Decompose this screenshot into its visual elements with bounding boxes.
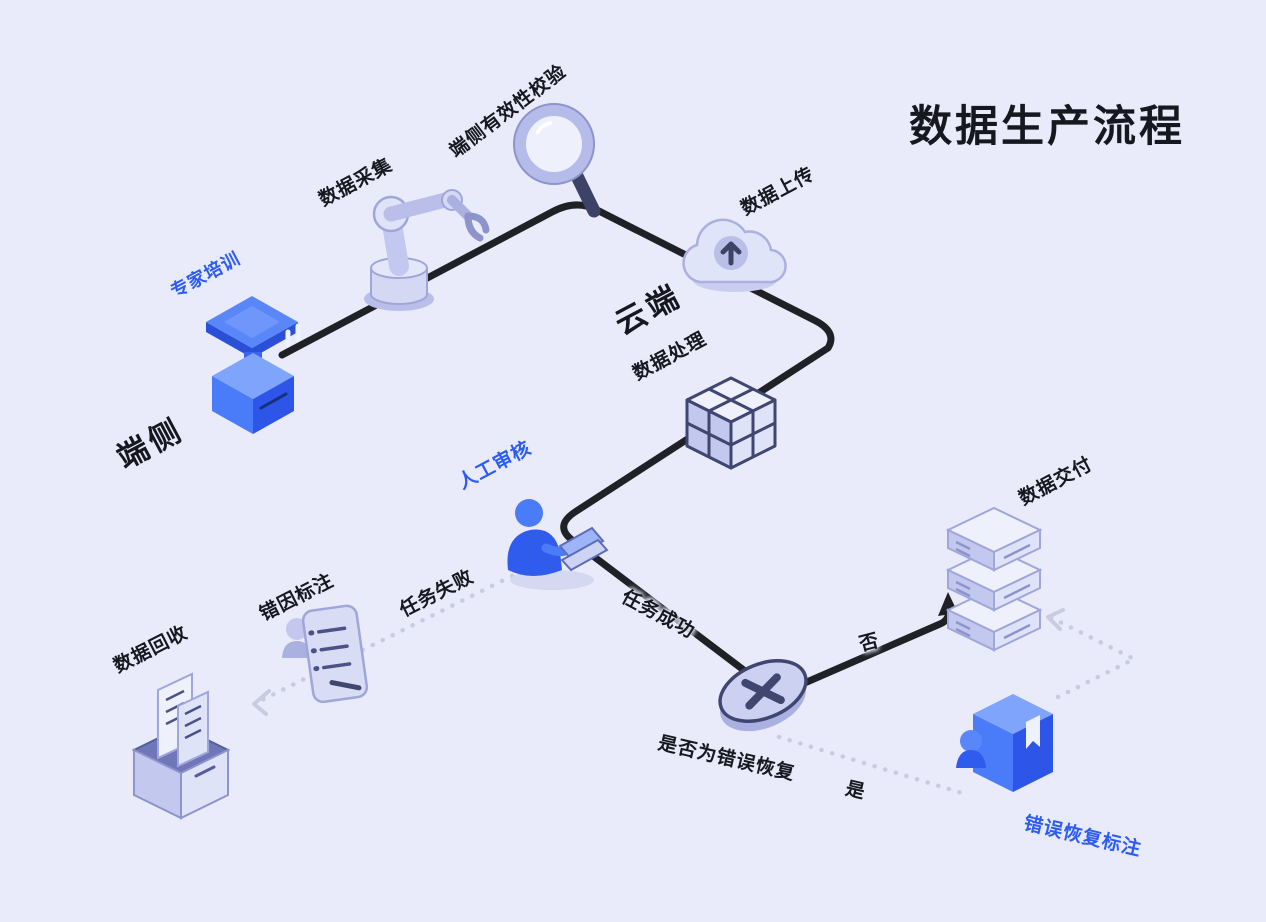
- page-title: 数据生产流程: [909, 103, 1185, 151]
- podium-icon: [206, 296, 301, 434]
- task-failed-dotted-path: [257, 568, 525, 704]
- server-stack-icon: [945, 506, 1043, 652]
- task-failed-arrowhead: [252, 689, 271, 716]
- cube-stack-icon: [685, 376, 777, 470]
- person-document-icon: [282, 604, 369, 704]
- magnifier-icon: [513, 103, 601, 218]
- robot-arm-icon: [364, 189, 490, 311]
- person-book-icon: [956, 694, 1053, 792]
- flow-lines: [252, 201, 1140, 796]
- archive-box-icon: [131, 672, 231, 820]
- recovery-return-dotted-path: [1047, 614, 1140, 700]
- person-laptop-icon: [507, 499, 609, 590]
- cloud-upload-icon: [682, 218, 787, 292]
- x-cylinder-icon: [718, 659, 808, 732]
- yes-branch-dotted-path: [776, 734, 965, 796]
- main-flow-path: [278, 201, 835, 694]
- recovery-return-arrowhead: [1046, 608, 1065, 631]
